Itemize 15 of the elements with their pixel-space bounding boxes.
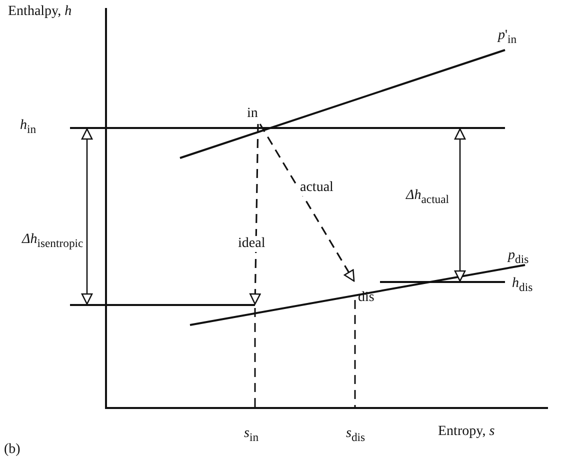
enthalpy-label: h$_{dis}$: [512, 276, 533, 296]
axis-label: Enthalpy, h: [8, 4, 72, 20]
edge-label: ideal: [236, 236, 268, 252]
curve-label: p$_{dis}$: [508, 248, 529, 268]
arrow: [250, 124, 261, 305]
arrow: [259, 124, 355, 282]
state-point-label: in: [247, 106, 258, 122]
axis-label: Entropy, s: [438, 424, 495, 440]
dimension-label: Δh$_{isentropic}$: [20, 232, 86, 252]
edge-label: actual: [298, 180, 336, 196]
enthalpy-label: h$_{in}$: [20, 118, 36, 138]
entropy-label: s$_{in}$: [244, 426, 259, 446]
curve-label: p'$_{in}$: [498, 28, 517, 48]
entropy-label: s$_{dis}$: [346, 426, 366, 446]
panel-label: (b): [4, 442, 20, 458]
